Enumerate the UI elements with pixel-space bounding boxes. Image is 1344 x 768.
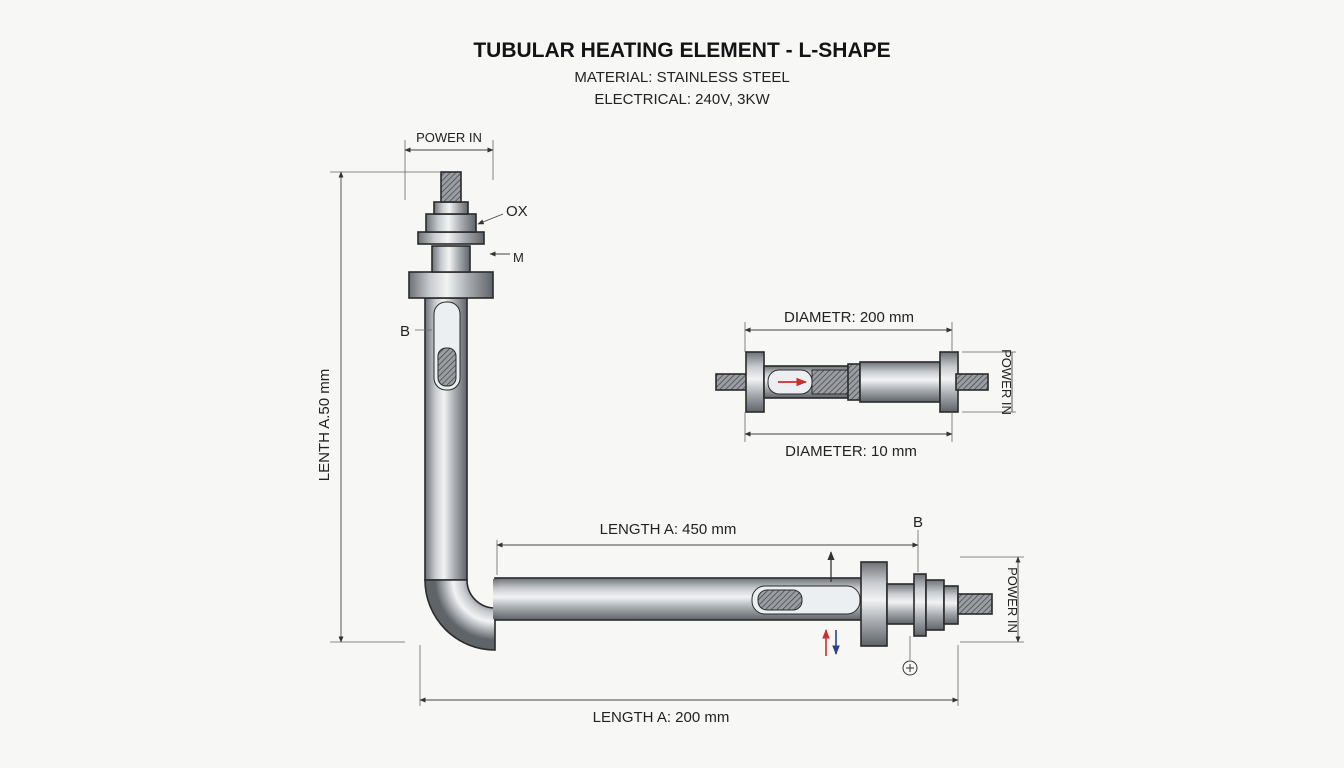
right-lock-nut bbox=[943, 585, 959, 625]
right-bushing bbox=[886, 583, 916, 625]
top-flange bbox=[408, 271, 494, 299]
right-threaded-stud bbox=[957, 593, 993, 615]
detail-left-flange bbox=[745, 351, 765, 413]
diameter-top-label: DIAMETR: 200 mm bbox=[784, 309, 914, 326]
top-threaded-stud bbox=[440, 171, 462, 203]
top-nut bbox=[425, 213, 477, 233]
ground-symbol-icon bbox=[902, 636, 918, 676]
tube-bend bbox=[424, 579, 496, 651]
diameter-bottom-label: DIAMETER: 10 mm bbox=[785, 443, 917, 460]
right-washer bbox=[913, 573, 927, 637]
vertical-coil bbox=[437, 347, 457, 387]
drawing-title: TUBULAR HEATING ELEMENT - L-SHAPE bbox=[473, 39, 890, 62]
vertical-length-label: LENTH A.50 mm bbox=[316, 369, 333, 482]
detail-coil bbox=[811, 369, 849, 395]
power-in-right-label: POWER IN bbox=[1005, 567, 1020, 633]
callout-b-vertical: B bbox=[400, 323, 410, 340]
callout-m: M bbox=[513, 250, 524, 265]
horizontal-length-lower-label: LENGTH A: 200 mm bbox=[593, 709, 730, 726]
detail-power-in-label: POWER IN bbox=[999, 349, 1014, 415]
right-flange bbox=[860, 561, 888, 647]
detail-right-body bbox=[859, 361, 941, 403]
power-in-top-label: POWER IN bbox=[416, 130, 482, 145]
callout-b-horizontal: B bbox=[913, 514, 923, 531]
callout-ox: OX bbox=[506, 203, 528, 220]
top-washer bbox=[417, 231, 485, 245]
detail-view bbox=[715, 351, 989, 413]
top-bushing bbox=[431, 245, 471, 273]
right-nut bbox=[925, 579, 945, 631]
detail-left-stud bbox=[715, 373, 749, 391]
top-lock-nut bbox=[433, 201, 469, 215]
horizontal-coil bbox=[757, 589, 803, 611]
l-shaped-element bbox=[408, 171, 993, 651]
detail-right-stud bbox=[955, 373, 989, 391]
electrical-spec: ELECTRICAL: 240V, 3KW bbox=[594, 91, 770, 108]
horizontal-length-upper-label: LENGTH A: 450 mm bbox=[600, 521, 737, 538]
material-spec: MATERIAL: STAINLESS STEEL bbox=[574, 69, 789, 86]
